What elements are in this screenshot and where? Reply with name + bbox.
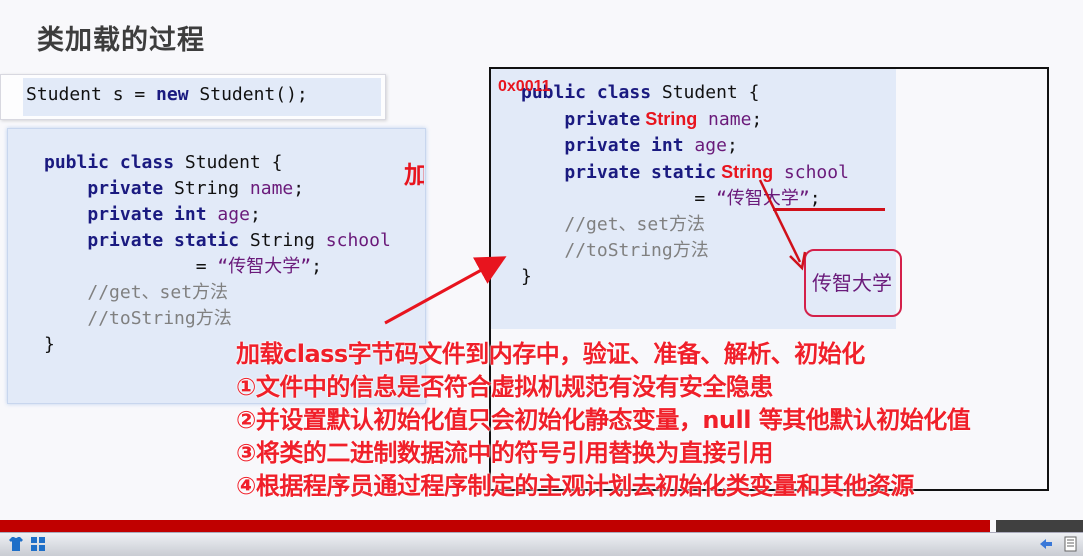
memory-address-label: 0x0011 bbox=[498, 78, 551, 95]
step-initialize: ④根据程序员通过程序制定的主观计划去初始化类变量和其他资源 bbox=[236, 472, 914, 500]
step-verify: ①文件中的信息是否符合虚拟机规范有没有安全隐患 bbox=[236, 373, 773, 401]
slide-title: 类加载的过程 bbox=[37, 25, 205, 56]
shirt-icon[interactable] bbox=[8, 536, 24, 552]
source-code-box: public class Student { private String na… bbox=[7, 128, 426, 404]
partial-overlay-text: 加 bbox=[404, 161, 424, 189]
notes-icon[interactable] bbox=[1063, 536, 1079, 552]
progress-bar bbox=[0, 520, 990, 532]
tiles-icon[interactable] bbox=[30, 536, 46, 552]
code-text: Student(); bbox=[188, 84, 308, 105]
step-resolve: ③将类的二进制数据流中的符号引用替换为直接引用 bbox=[236, 439, 773, 467]
string-underline bbox=[773, 208, 885, 211]
source-code: public class Student { private String na… bbox=[44, 152, 391, 355]
static-value-box: 传智大学 bbox=[804, 249, 902, 317]
taskbar bbox=[0, 532, 1083, 556]
static-value-text: 传智大学 bbox=[812, 271, 892, 295]
code-keyword: new bbox=[156, 84, 189, 105]
new-statement-box: Student s = new Student(); bbox=[0, 74, 386, 120]
value-arrow-icon bbox=[758, 179, 807, 271]
code-text: Student s = bbox=[26, 84, 157, 105]
step-prepare: ②并设置默认初始化值只会初始化静态变量，null 等其他默认初始化值 bbox=[236, 406, 971, 434]
load-arrow-icon bbox=[384, 256, 507, 325]
step-overview: 加载class字节码文件到内存中，验证、准备、解析、初始化 bbox=[236, 340, 865, 368]
back-arrow-icon[interactable] bbox=[1038, 536, 1054, 552]
progress-bar-remaining bbox=[996, 520, 1083, 532]
loading-steps: 加载class字节码文件到内存中，验证、准备、解析、初始化 ①文件中的信息是否符… bbox=[236, 338, 971, 503]
memory-code: public class Student { private String na… bbox=[521, 82, 849, 287]
memory-code-box: public class Student { private String na… bbox=[491, 69, 896, 329]
new-statement-code: Student s = new Student(); bbox=[26, 84, 308, 105]
